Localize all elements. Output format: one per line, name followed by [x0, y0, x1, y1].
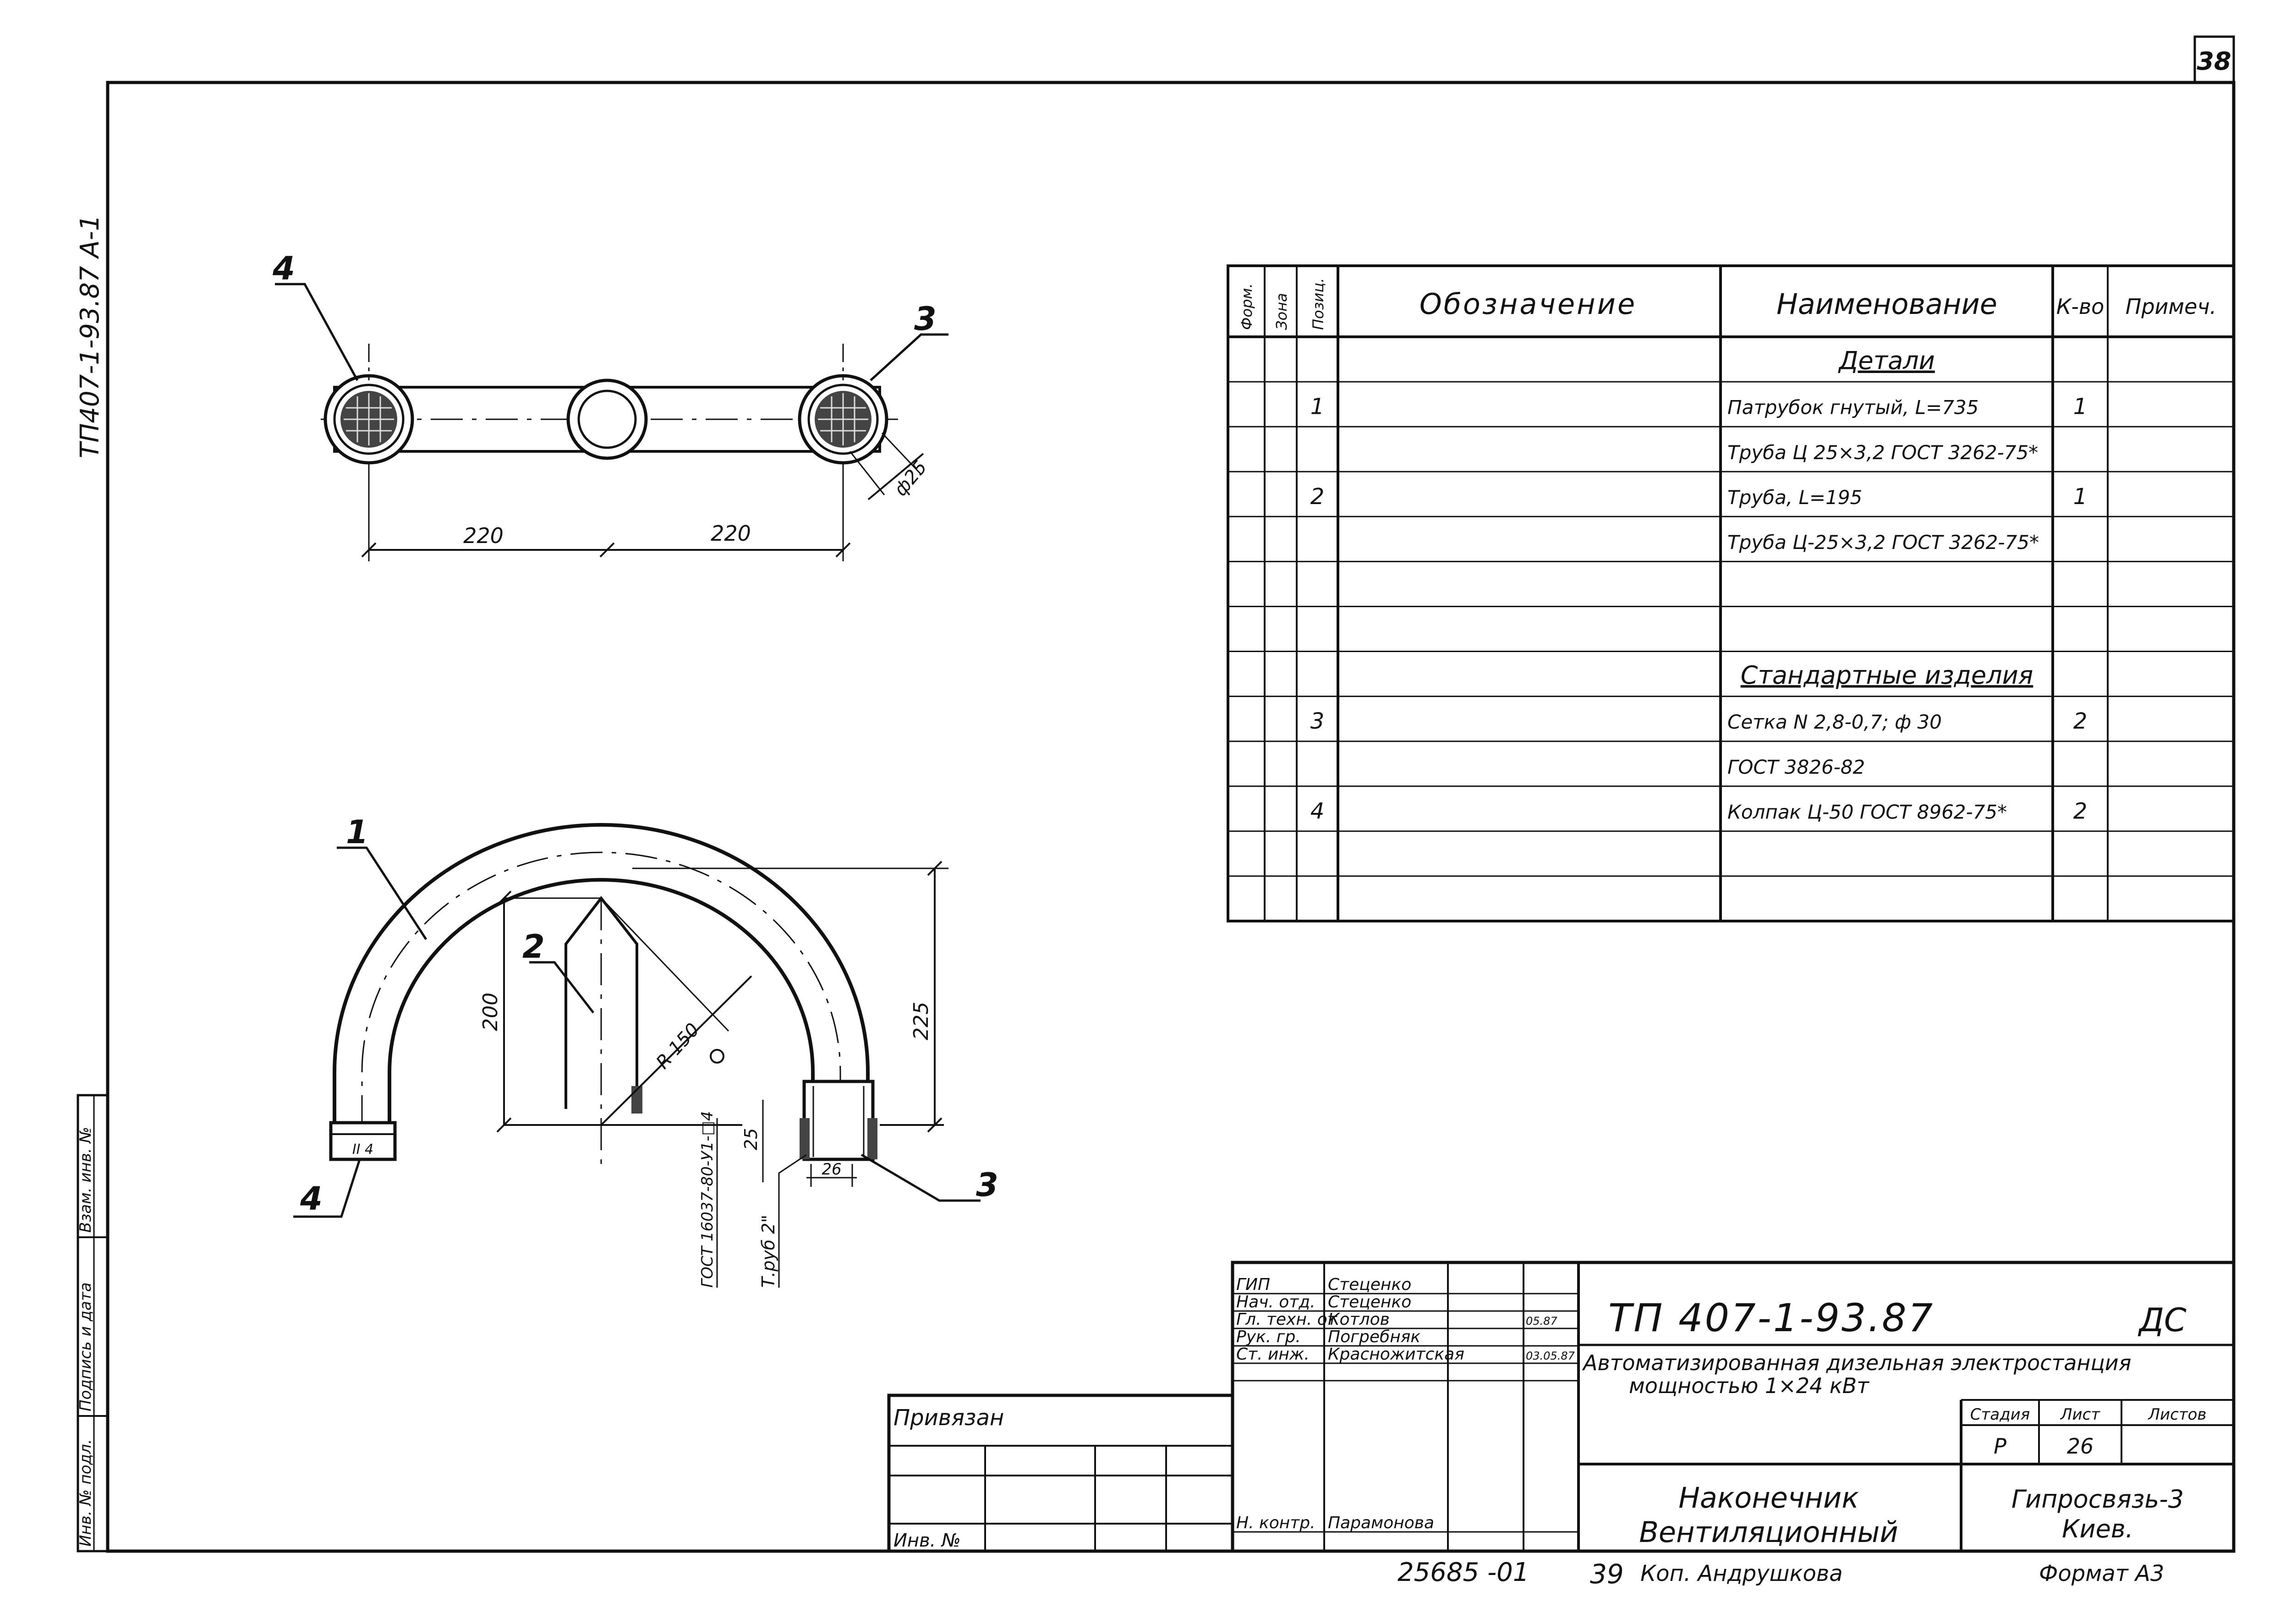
radius: R 150 [652, 1019, 703, 1073]
role-name: Погребняк [1328, 1328, 1420, 1346]
side-stamp-col3: Взам. инв. № [77, 1127, 95, 1233]
thread-note: Т.руб 2" [758, 1215, 778, 1288]
dim-200: 200 [479, 993, 502, 1031]
side-stamp: Взам. инв. № Подпись и дата Инв. № подл. [77, 1094, 109, 1553]
table-cell-name: ГОСТ 3826-82 [1727, 756, 1865, 778]
table-cell-name: Труба Ц 25×3,2 ГОСТ 3262-75* [1727, 441, 2038, 464]
table-cell-qty: 1 [2073, 394, 2088, 420]
hdr-qty: К-во [2056, 294, 2105, 319]
inv-no: Инв. № [893, 1530, 961, 1551]
table-cell-name: Патрубок гнутый, L=735 [1727, 396, 1979, 419]
org-1: Гипросвязь-3 [2011, 1485, 2184, 1514]
sheet-value: 26 [2067, 1434, 2094, 1459]
role-name: Парамонова [1328, 1514, 1434, 1532]
top-dim-left: 220 [463, 523, 504, 548]
stage-value: Р [1994, 1434, 2006, 1459]
sheet-number-box [2193, 35, 2235, 84]
part-name-2: Вентиляционный [1639, 1515, 1898, 1549]
privyazan: Привязан [893, 1405, 1004, 1431]
dim-225: 225 [910, 1002, 933, 1040]
top-view: 4 3 ф25 220 220 [272, 250, 948, 561]
table-cell-name: Детали [1838, 346, 1935, 375]
stage-label: Стадия [1970, 1405, 2030, 1424]
table-cell-qty: 2 [2073, 798, 2088, 824]
role-name: Стеценко [1328, 1293, 1411, 1311]
side-stamp-col2: Подпись и дата [77, 1282, 95, 1411]
part-name-1: Наконечник [1678, 1481, 1859, 1514]
role-name: Стеценко [1328, 1275, 1411, 1294]
archive-no: 25685 -01 [1398, 1558, 1529, 1587]
role-date: 05.87 [1526, 1315, 1557, 1328]
doc-type: ДС [2138, 1301, 2187, 1339]
table-cell-pos: 4 [1310, 798, 1325, 824]
callout-1: 1 [346, 813, 368, 851]
table-cell-pos: 3 [1310, 708, 1325, 734]
top-callout-4: 4 [272, 250, 295, 287]
top-dim-right: 220 [711, 521, 751, 546]
spec-table: Форм. Зона Позиц. Обозначение Наименован… [1227, 264, 2235, 922]
table-cell-name: Колпак Ц-50 ГОСТ 8962-75* [1727, 801, 2007, 823]
footer-copied: Коп. Андрушкова [1640, 1561, 1843, 1586]
hdr-designation: Обозначение [1420, 287, 1637, 321]
role-role: Рук. гр. [1236, 1328, 1301, 1346]
role-role: Нач. отд. [1236, 1293, 1315, 1311]
top-callout-3: 3 [914, 300, 937, 338]
sheet-number: 38 [2197, 47, 2231, 76]
side-stamp-col1: Инв. № подл. [77, 1439, 95, 1547]
role-date: 03.05.87 [1526, 1350, 1575, 1362]
role-name: Красножитская [1328, 1345, 1464, 1364]
project-line1: Автоматизированная дизельная электростан… [1582, 1350, 2131, 1375]
role-name: Котлов [1328, 1310, 1390, 1329]
org-2: Киев. [2062, 1514, 2133, 1543]
table-cell-qty: 2 [2073, 708, 2088, 734]
role-role: Ст. инж. [1236, 1345, 1310, 1364]
role-role: ГИП [1236, 1275, 1270, 1294]
doc-code: ТП 407-1-93.87 [1608, 1295, 1935, 1340]
project-line2: мощностью 1×24 кВт [1629, 1373, 1869, 1398]
table-cell-pos: 2 [1310, 484, 1325, 510]
cap-mark: II 4 [352, 1141, 373, 1158]
sheets-label: Листов [2147, 1405, 2206, 1424]
role-role: Гл. техн. от [1236, 1310, 1337, 1329]
table-cell-pos: 1 [1310, 394, 1325, 420]
table-cell-name: Стандартные изделия [1741, 661, 2033, 690]
hdr-name: Наименование [1776, 287, 1997, 321]
table-cell-qty: 1 [2073, 484, 2088, 510]
gost-vertical: ГОСТ 16037-80-У1-□4 [698, 1111, 717, 1288]
side-code: ТП407-1-93.87 А-1 [75, 214, 105, 458]
top-dia: ф25 [890, 457, 931, 500]
footer-page: 39 [1590, 1558, 1624, 1590]
callout-2: 2 [522, 928, 545, 966]
table-cell-name: Сетка N 2,8-0,7; ф 30 [1727, 711, 1942, 733]
callout-4: 4 [300, 1180, 323, 1218]
sheet-label: Лист [2060, 1405, 2100, 1424]
dim-25: 25 [741, 1128, 761, 1150]
role-role: Н. контр. [1236, 1514, 1315, 1532]
footer-format: Формат А3 [2039, 1561, 2164, 1586]
table-cell-name: Труба Ц-25×3,2 ГОСТ 3262-75* [1727, 531, 2039, 554]
side-view: II 4 200 225 R 150 25 [293, 813, 998, 1288]
dim-26: 26 [822, 1160, 841, 1179]
hdr-zone: Зона [1273, 293, 1290, 330]
hdr-note: Примеч. [2126, 294, 2217, 319]
hdr-format: Форм. [1238, 283, 1255, 330]
table-cell-name: Труба, L=195 [1727, 486, 1862, 509]
callout-3: 3 [976, 1166, 998, 1204]
hdr-pos: Позиц. [1310, 278, 1327, 330]
